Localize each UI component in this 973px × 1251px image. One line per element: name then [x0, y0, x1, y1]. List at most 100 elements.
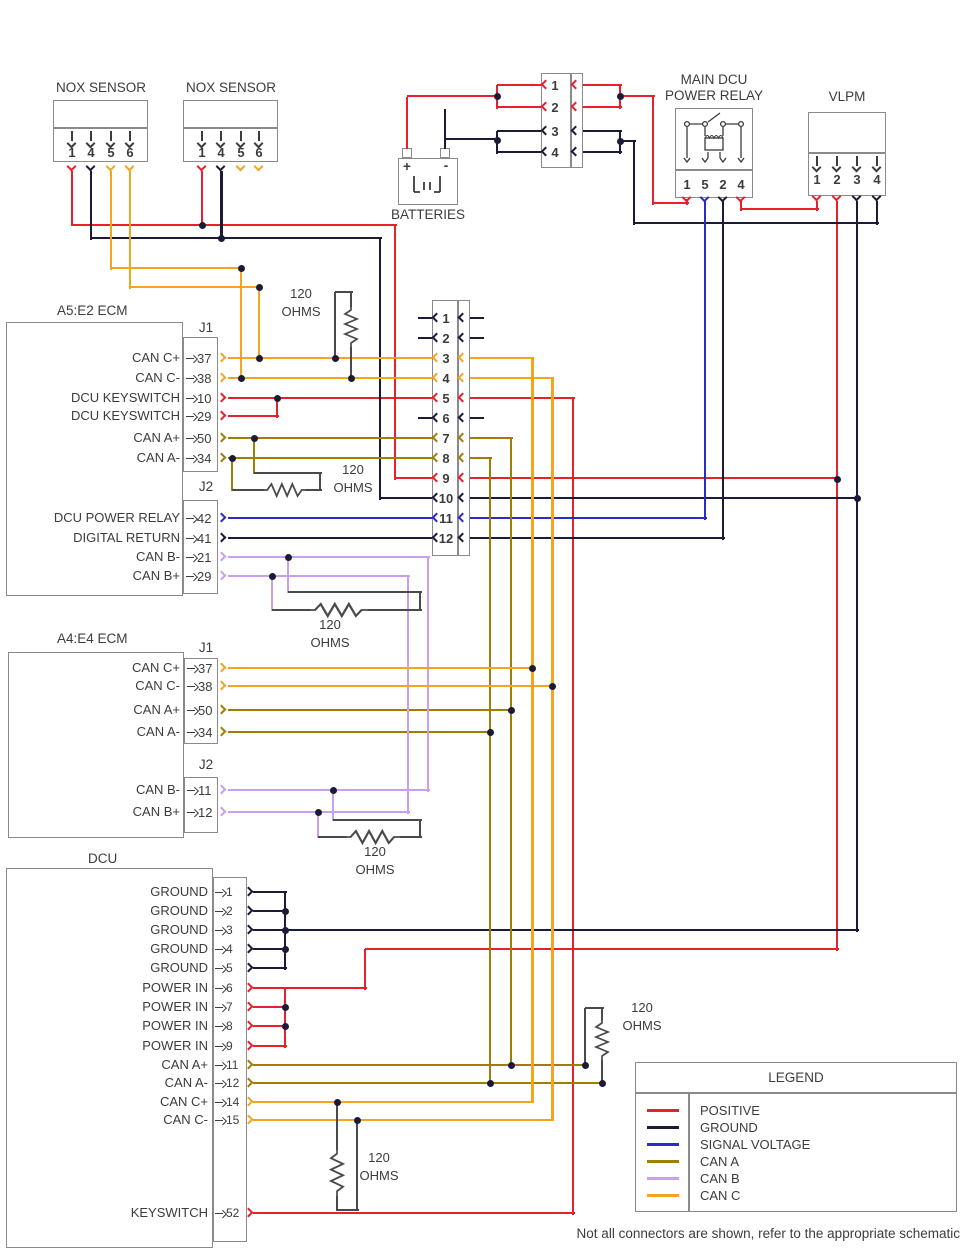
pin-number: 37 — [197, 350, 212, 366]
junction-dot — [228, 454, 236, 462]
pin-number: 10 — [197, 390, 212, 406]
wire-segment — [740, 201, 742, 211]
ecm2-j1-pin-name: CAN A- — [136, 724, 180, 739]
pin-number: 14 — [226, 1095, 240, 1109]
wire-arrow-icon — [216, 704, 227, 715]
junction-dot — [581, 1061, 589, 1069]
ecm1-j1-pin: 29 — [186, 408, 211, 424]
wire-segment — [258, 131, 260, 141]
wire-segment — [470, 317, 484, 319]
resistor-unit: OHMS — [310, 635, 350, 650]
pin-number: 3 — [226, 923, 233, 937]
pin-arrow-icon — [186, 393, 197, 403]
pin-arrow-icon — [215, 1208, 226, 1218]
pin-number: 6 — [226, 981, 233, 995]
pin-arrow-icon — [215, 906, 226, 916]
legend-label-can-b: CAN B — [700, 1171, 740, 1186]
dcu-pin: 1 — [215, 884, 233, 900]
legend-title-divider — [635, 1092, 957, 1094]
pin-number: 12 — [198, 804, 213, 820]
resistor-value: 120 — [368, 1150, 390, 1165]
wire-arrow-icon — [216, 432, 227, 443]
ecm1-j1-pin: 38 — [186, 370, 211, 386]
wire-segment — [633, 141, 635, 225]
nox2-pin-number: 5 — [237, 144, 245, 160]
resistor-unit: OHMS — [333, 480, 373, 495]
wire-segment — [394, 225, 396, 480]
pin-number: 8 — [226, 1019, 233, 1033]
wire-segment — [741, 208, 819, 210]
junction-dot — [281, 1003, 289, 1011]
conn12-box — [432, 300, 470, 556]
wire-segment — [583, 151, 622, 153]
ecm2-j1-pin: 34 — [187, 724, 212, 740]
ecm2-j1-pin-name: CAN C- — [135, 678, 180, 693]
pin-number: 38 — [197, 370, 212, 386]
wire-segment — [876, 201, 878, 225]
pin-number: 34 — [197, 450, 212, 466]
dcu-pin-name: CAN A- — [164, 1075, 208, 1090]
wire-segment — [601, 1008, 603, 1020]
wire-segment — [583, 106, 622, 108]
pin-number: 9 — [226, 1039, 233, 1053]
dcu-label: DCU — [88, 851, 118, 866]
pin-number: 38 — [198, 678, 213, 694]
wire-segment — [470, 397, 575, 399]
resistor-value: 120 — [319, 617, 341, 632]
wire-segment — [90, 171, 92, 240]
ecm2-j1-pin-name: CAN C+ — [131, 660, 180, 675]
wire-segment — [585, 1007, 604, 1009]
pin-number: 11 — [226, 1058, 239, 1072]
wire-segment — [228, 731, 492, 733]
wire-segment — [332, 790, 334, 821]
dcu-pin-name: CAN C- — [163, 1112, 208, 1127]
junction-dot — [284, 553, 292, 561]
pin-arrow-icon — [187, 727, 198, 737]
vlpm-pin-number: 3 — [853, 171, 861, 187]
wire-segment — [219, 171, 223, 240]
ecm2-j1-pin: 50 — [187, 702, 212, 718]
pin-arrow-icon — [187, 807, 198, 817]
pin-arrow-icon — [215, 1078, 226, 1088]
wire-segment — [110, 171, 112, 270]
wire-segment — [368, 609, 422, 611]
wire-segment — [228, 789, 430, 791]
dcu-pin-name: POWER IN — [142, 999, 208, 1014]
wire-segment — [284, 988, 286, 1048]
wire-segment — [318, 836, 346, 838]
resistor-value: 120 — [364, 844, 386, 859]
wire-segment — [253, 967, 287, 969]
junction-dot — [331, 354, 339, 362]
pin-arrow-icon — [186, 571, 197, 581]
wire-segment — [129, 171, 131, 289]
relay-label-line2: POWER RELAY — [664, 88, 764, 103]
wire-segment — [497, 151, 541, 153]
pin-arrow-icon — [187, 785, 198, 795]
pin-number: 7 — [226, 1000, 233, 1014]
wire-segment — [836, 156, 838, 166]
wire-segment — [406, 97, 408, 149]
nox1-pin-number: 5 — [107, 144, 115, 160]
ecm1-j1-pin-name: DCU KEYSWITCH — [70, 408, 180, 423]
legend-swatch-can-a — [647, 1160, 679, 1163]
pin-number: 50 — [197, 430, 212, 446]
wire-segment — [407, 95, 499, 97]
wire-segment — [253, 1082, 604, 1084]
dcu-pin-name: POWER IN — [142, 1018, 208, 1033]
junction-dot — [353, 1116, 361, 1124]
ecm1-j1-label: J1 — [198, 320, 214, 335]
ecm2-j2-pin-name: CAN B- — [135, 782, 180, 797]
wire-segment — [253, 1045, 287, 1047]
junction-dot — [528, 664, 536, 672]
wire-segment — [836, 201, 838, 951]
wire-arrow-icon — [124, 161, 135, 172]
junction-dot — [268, 572, 276, 580]
relay-pin-number: 5 — [701, 176, 709, 192]
pin-arrow-icon — [186, 453, 197, 463]
wire-segment — [427, 557, 429, 792]
wire-segment — [470, 477, 839, 479]
wire-segment — [336, 1196, 338, 1211]
wire-segment — [111, 267, 243, 269]
